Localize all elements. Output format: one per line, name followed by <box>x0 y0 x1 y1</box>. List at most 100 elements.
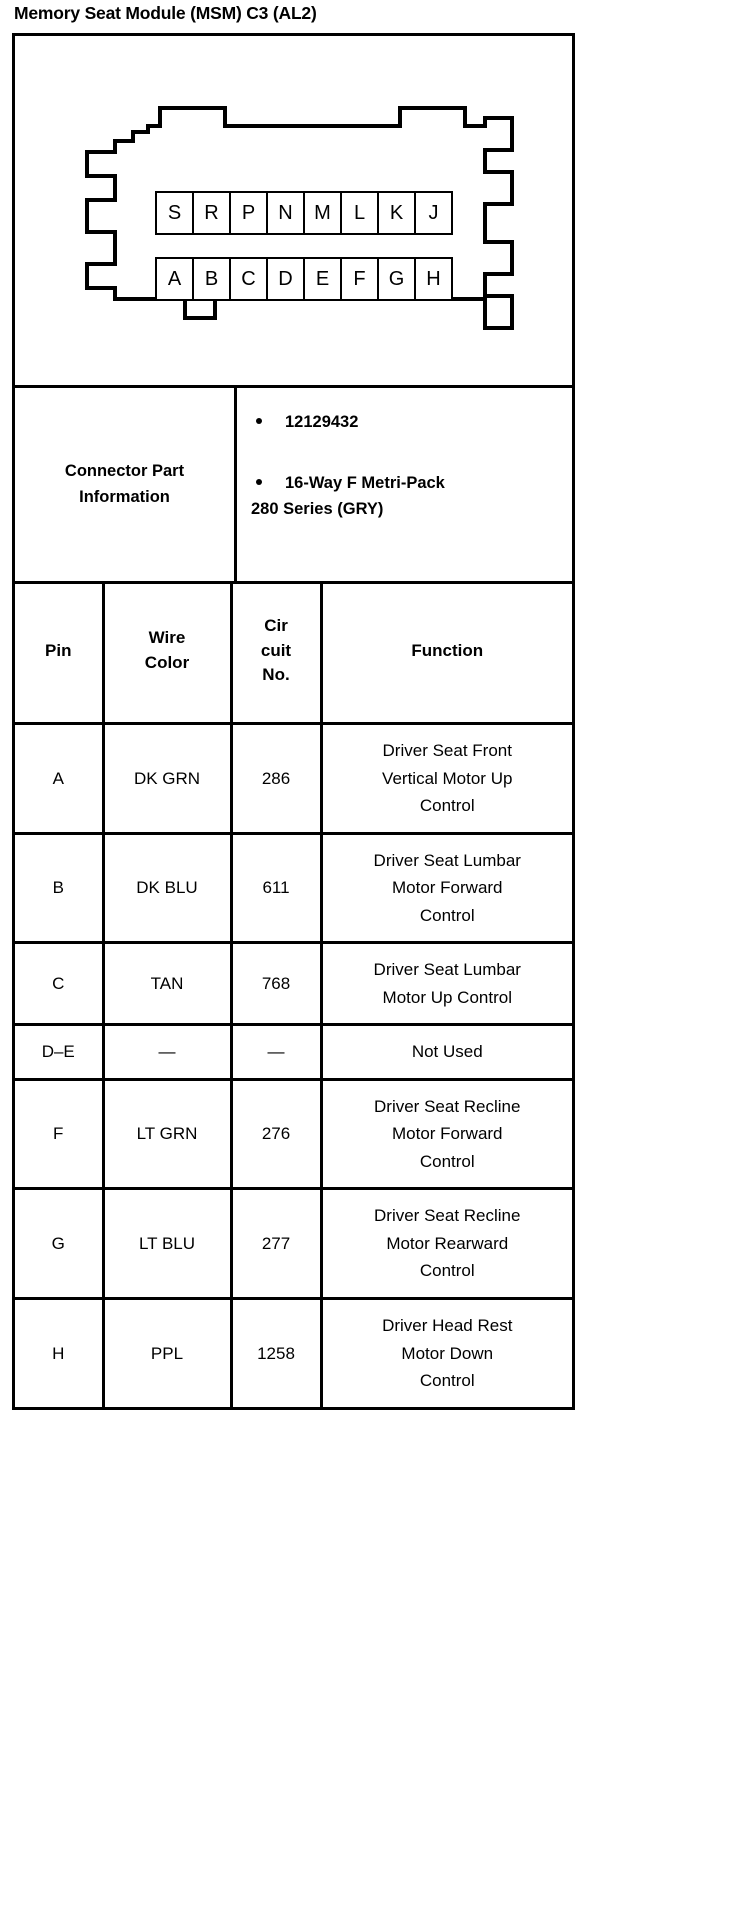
pin-row-top: S R P N M L K J <box>155 191 453 235</box>
function-line: Motor Down <box>401 1343 494 1363</box>
function-line: Motor Rearward <box>386 1233 509 1253</box>
cell-wire-color: TAN <box>103 942 233 1027</box>
pin-cell: G <box>377 257 416 301</box>
function-line: Control <box>419 1261 475 1281</box>
connector-outline-svg <box>85 106 514 330</box>
pin-cell: E <box>303 257 342 301</box>
cell-pin: D–E <box>15 1024 105 1081</box>
table-row: F LT GRN 276 Driver Seat Recline Motor F… <box>15 1079 572 1191</box>
pin-cell: L <box>340 191 379 235</box>
cell-pin: G <box>15 1188 105 1300</box>
header-wire-line-1: Wire <box>148 628 186 648</box>
pin-cell: K <box>377 191 416 235</box>
function-line: Motor Up Control <box>382 987 512 1007</box>
header-wire-line-2: Color <box>144 653 190 672</box>
cell-function: Driver Seat Lumbar Motor Up Control <box>321 942 572 1027</box>
column-header-function: Function <box>321 582 572 725</box>
cell-circuit-no: 1258 <box>231 1298 323 1407</box>
function-line: Driver Seat Recline <box>374 1096 521 1116</box>
function-line: Driver Seat Front <box>382 741 512 760</box>
table-header-row: Pin Wire Color Cir cuit No. <box>15 582 572 725</box>
function-line: Control <box>419 796 475 816</box>
function-line: Control <box>419 1151 475 1171</box>
table-row: H PPL 1258 Driver Head Rest Motor Down C… <box>15 1298 572 1407</box>
header-circuit-line-3: No. <box>262 665 290 685</box>
connector-info-card: S R P N M L K J A B C D E F G H <box>12 33 575 1410</box>
pin-cell: H <box>414 257 453 301</box>
cell-wire-color: LT GRN <box>103 1079 233 1191</box>
function-line: Driver Seat Lumbar <box>373 850 521 870</box>
cell-circuit-no: 276 <box>231 1079 323 1191</box>
bullet-icon <box>256 418 262 424</box>
cell-function: Driver Seat Recline Motor Rearward Contr… <box>321 1188 572 1300</box>
cell-circuit-no: 286 <box>231 723 323 835</box>
connector-type-line-1: 16-Way F Metri-Pack <box>285 473 445 492</box>
header-pin-text: Pin <box>45 640 72 660</box>
table-row: A DK GRN 286 Driver Seat Front Vertical … <box>15 723 572 835</box>
function-line: Motor Forward <box>391 878 503 898</box>
header-circuit-line-1: Cir <box>264 616 288 636</box>
function-line: Driver Head Rest <box>382 1315 513 1335</box>
function-line: Vertical Motor Up <box>382 768 513 788</box>
cell-pin: C <box>15 942 105 1027</box>
pin-cell: C <box>229 257 268 301</box>
cell-function: Driver Seat Lumbar Motor Forward Control <box>321 833 572 945</box>
pin-cell: P <box>229 191 268 235</box>
pin-cell: S <box>155 191 194 235</box>
column-header-wire-color: Wire Color <box>103 582 233 725</box>
connector-part-number: 12129432 <box>285 413 359 431</box>
function-line: Driver Seat Recline <box>374 1206 521 1226</box>
pin-cell: D <box>266 257 305 301</box>
cell-wire-color: DK BLU <box>103 833 233 945</box>
connector-part-information-row: Connector Part Information 12129432 16-W… <box>15 385 572 581</box>
connector-outline <box>15 36 572 385</box>
function-line: Driver Seat Lumbar <box>373 960 521 980</box>
pin-cell: A <box>155 257 194 301</box>
cell-wire-color: DK GRN <box>103 723 233 835</box>
header-function-text: Function <box>411 640 484 660</box>
connector-diagram-cell: S R P N M L K J A B C D E F G H <box>15 36 572 385</box>
pin-cell: F <box>340 257 379 301</box>
column-header-circuit-no: Cir cuit No. <box>231 582 323 725</box>
pin-cell: N <box>266 191 305 235</box>
pin-cell: B <box>192 257 231 301</box>
info-label-line-2: Information <box>79 487 170 506</box>
connector-type-line-2: 280 Series (GRY) <box>251 499 384 518</box>
table-row: D–E — — Not Used <box>15 1024 572 1081</box>
table-body: A DK GRN 286 Driver Seat Front Vertical … <box>15 723 572 1407</box>
cell-circuit-no: 768 <box>231 942 323 1027</box>
connector-part-information-label: Connector Part Information <box>15 388 237 581</box>
pin-row-bottom: A B C D E F G H <box>155 257 453 301</box>
header-wire-color-stack: Wire Color <box>109 626 226 675</box>
cell-wire-color: PPL <box>103 1298 233 1407</box>
cell-circuit-no: — <box>231 1024 323 1081</box>
cell-pin: F <box>15 1079 105 1191</box>
connector-part-number-item: 12129432 <box>251 410 560 435</box>
table-row: G LT BLU 277 Driver Seat Recline Motor R… <box>15 1188 572 1300</box>
cell-function: Not Used <box>321 1024 572 1081</box>
info-label-line-1: Connector Part <box>64 461 185 480</box>
connector-part-information-values: 12129432 16-Way F Metri-Pack 280 Series … <box>237 388 572 581</box>
pin-function-table: Pin Wire Color Cir cuit No. <box>15 581 572 1407</box>
cell-wire-color: — <box>103 1024 233 1081</box>
column-header-pin: Pin <box>15 582 105 725</box>
cell-wire-color: LT BLU <box>103 1188 233 1300</box>
header-circuit-line-2: cuit <box>260 640 292 660</box>
cell-circuit-no: 277 <box>231 1188 323 1300</box>
cell-pin: H <box>15 1298 105 1407</box>
cell-function: Driver Head Rest Motor Down Control <box>321 1298 572 1406</box>
function-line: Control <box>419 1371 475 1391</box>
table-row: B DK BLU 611 Driver Seat Lumbar Motor Fo… <box>15 833 572 945</box>
function-line: Motor Forward <box>391 1124 503 1144</box>
connector-type-item: 16-Way F Metri-Pack 280 Series (GRY) <box>251 471 560 522</box>
cell-function: Driver Seat Recline Motor Forward Contro… <box>321 1079 572 1191</box>
cell-function: Driver Seat Front Vertical Motor Up Cont… <box>321 723 572 835</box>
cell-pin: B <box>15 833 105 945</box>
cell-pin: A <box>15 723 105 835</box>
pin-cell: M <box>303 191 342 235</box>
bullet-icon <box>256 478 262 485</box>
function-line: Control <box>419 905 475 925</box>
table-row: C TAN 768 Driver Seat Lumbar Motor Up Co… <box>15 942 572 1027</box>
pin-cell: R <box>192 191 231 235</box>
